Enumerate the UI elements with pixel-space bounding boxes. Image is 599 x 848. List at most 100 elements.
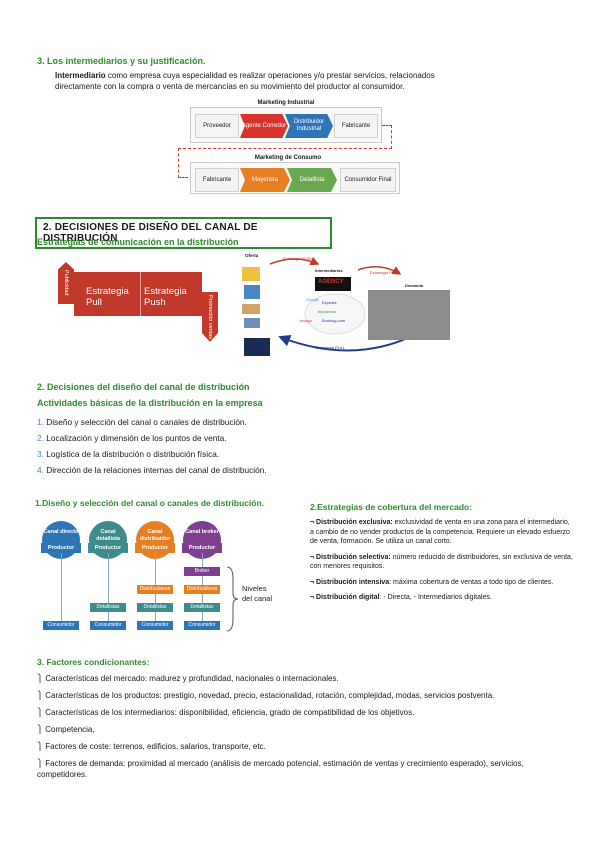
detallistas-detallista: Detallistas <box>90 603 126 612</box>
push-arrow-top <box>269 256 320 266</box>
push-arrow-right <box>357 266 402 275</box>
actividad-text: Dirección de la relaciones internas del … <box>43 465 267 475</box>
dash-connector-left <box>178 148 188 178</box>
intermediario-text-2: directamente con la compra o venta de me… <box>55 82 405 91</box>
cobertura-label: Distribución exclusiva: <box>316 519 393 526</box>
logo-expedia: Expedia <box>322 300 337 305</box>
factor-item: ⎫ Características del mercado: madurez y… <box>37 673 557 684</box>
intermediario-bold: Intermediario <box>55 71 106 80</box>
actividad-number: 2. <box>37 433 44 443</box>
oferta-icon-5 <box>244 338 270 356</box>
canal-directo-label: Canal directo <box>43 529 79 535</box>
factor-text: Competencia, <box>45 725 95 734</box>
logo-tripadvisor: tripadvisor <box>318 309 337 314</box>
chain-fabricante-2: Fabricante <box>195 168 239 192</box>
logo-trivago: trivago <box>300 318 313 323</box>
factor-text: Características del mercado: madurez y p… <box>45 674 339 683</box>
detallistas-broker: Detallistas <box>184 603 220 612</box>
actividad-number: 4. <box>37 465 44 475</box>
cobertura-text: exclusividad de venta en una zona para e… <box>310 519 570 545</box>
productor-broker: Productor <box>182 543 222 553</box>
promocion-label: Promoción ventas <box>207 294 213 340</box>
factor-text: Factores de demanda: proximidad al merca… <box>37 759 524 779</box>
intermediario-paragraph: Intermediario como empresa cuya especial… <box>55 70 555 92</box>
logos-cloud <box>304 293 366 335</box>
factor-bullet: ⎫ <box>37 742 43 751</box>
factor-item: ⎫ Factores de coste: terrenos, edificios… <box>37 741 557 752</box>
publicidad-label: Publicidad <box>63 270 69 296</box>
actividad-item: 3. Logística de la distribución o distri… <box>37 446 267 462</box>
factor-bullet: ⎫ <box>37 725 43 734</box>
actividad-item: 1. Diseño y selección del canal o canale… <box>37 414 267 430</box>
line-directo <box>61 553 62 623</box>
intermediarios-label: Intermediarios <box>315 268 343 273</box>
decisiones-title: 2. Decisiones del diseño del canal de di… <box>37 382 250 392</box>
factores-title: 3. Factores condicionantes: <box>37 657 150 667</box>
actividad-item: 2. Localización y dimensión de los punto… <box>37 430 267 446</box>
niveles-label: Niveles del canal <box>242 584 273 603</box>
cobertura-text: número reducido de distribuidores, sin e… <box>310 553 573 571</box>
push-top-label: Estrategia PUSH <box>283 256 314 261</box>
broker-broker: Broker <box>184 567 220 576</box>
pull-bottom-label: Estrategia PULL <box>316 345 346 350</box>
cobertura-bullet: ¬ <box>310 594 315 601</box>
demanda-crowd-photo <box>368 290 450 340</box>
productor-directo: Productor <box>41 543 81 553</box>
actividad-text: Diseño y selección del canal o canales d… <box>43 417 247 427</box>
demanda-label: Demanda <box>405 283 424 288</box>
dash-connector-right <box>382 125 392 149</box>
line-detallista <box>108 553 109 623</box>
oferta-icon-1 <box>242 267 260 281</box>
pull-label: Estrategia Pull <box>86 286 129 308</box>
consumidor-distribuidor: Consumidor <box>137 621 173 630</box>
push-right-label: Estrategia PUSH <box>370 270 401 275</box>
factor-bullet: ⎫ <box>37 691 43 700</box>
cobertura-bullet: ¬ <box>310 578 315 586</box>
factor-bullet: ⎫ <box>37 759 43 768</box>
intermediario-text-1: como empresa cuya especialidad es realiz… <box>105 71 435 80</box>
canales-diagram: Canal directo Productor Consumidor Canal… <box>35 517 305 637</box>
push-label: Estrategia Push <box>144 286 187 308</box>
cobertura-label: Distribución intensiva <box>316 578 390 586</box>
cobertura-title: 2.Estrategias de cobertura del mercado: <box>310 502 473 512</box>
consumidor-broker: Consumidor <box>184 621 220 630</box>
dash-connector-mid <box>178 148 392 149</box>
factor-item: ⎫ Factores de demanda: proximidad al mer… <box>37 758 557 780</box>
pull-arrow-bottom <box>278 334 411 352</box>
section-box-decisiones: 2. DECISIONES DE DISEÑO DEL CANAL DE DIS… <box>35 217 332 249</box>
pull-push-divider <box>140 272 141 316</box>
productor-distribuidor: Productor <box>135 543 175 553</box>
cobertura-list: ¬ Distribución exclusiva: exclusividad d… <box>310 518 575 603</box>
cobertura-item: ¬ Distribución selectiva: número reducid… <box>310 553 575 572</box>
cobertura-text: : máxima cobertura de ventas a todo tipo… <box>389 578 554 586</box>
factor-bullet: ⎫ <box>37 674 43 683</box>
chain-detallista: Detallista <box>287 168 337 192</box>
chain-proveedor: Proveedor <box>195 114 239 138</box>
oferta-icon-3 <box>242 304 260 314</box>
consumidor-directo: Consumidor <box>43 621 79 630</box>
agency-label: AGENCY <box>318 279 344 285</box>
marketing-chain-diagram: Marketing Industrial Proveedor Agente Co… <box>178 99 420 194</box>
cobertura-item: ¬ Distribución digital: - Directa, - Int… <box>310 593 575 603</box>
detallistas-distribuidor: Detallistas <box>137 603 173 612</box>
consumo-title: Marketing de Consumo <box>254 155 322 161</box>
factor-item: ⎫ Características de los intermediarios:… <box>37 707 557 718</box>
publicidad-bar: Publicidad <box>58 262 74 304</box>
factor-item: ⎫ Características de los productos: pres… <box>37 690 557 701</box>
diseno-title: 1.Diseño y selección del canal o canales… <box>35 498 265 508</box>
distribuidores-broker: Distribuidores <box>184 585 220 594</box>
pull-push-box: Estrategia Pull Estrategia Push <box>74 272 202 316</box>
cobertura-bullet: ¬ <box>310 519 315 526</box>
niveles-brace <box>226 566 239 632</box>
actividades-list: 1. Diseño y selección del canal o canale… <box>37 414 267 478</box>
actividad-text: Localización y dimensión de los puntos d… <box>43 433 227 443</box>
actividad-number: 3. <box>37 449 44 459</box>
actividades-title: Actividades básicas de la distribución e… <box>37 398 263 408</box>
factor-text: Características de los intermediarios: d… <box>45 708 415 717</box>
chain-distribuidor-industrial: Distribuidor Industrial <box>285 114 333 138</box>
factores-list: ⎫ Características del mercado: madurez y… <box>37 673 557 780</box>
chain-agente-corredor: Agente Corredor <box>240 114 288 138</box>
oferta-icon-2 <box>244 285 260 299</box>
cobertura-item: ¬ Distribución intensiva: máxima cobertu… <box>310 578 575 588</box>
consumidor-detallista: Consumidor <box>90 621 126 630</box>
